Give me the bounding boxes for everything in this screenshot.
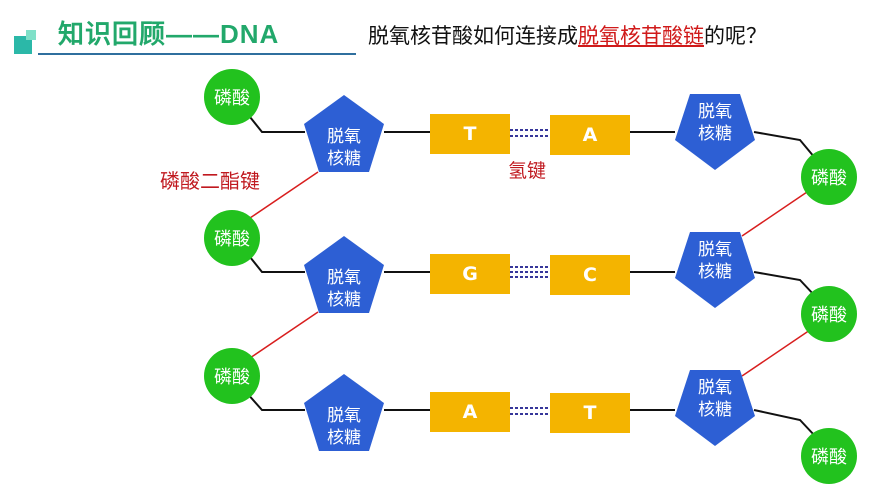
phosphate-left-1 (204, 69, 260, 125)
phosphodiester-bond-r1 (741, 189, 811, 237)
base-right-1-label: A (583, 124, 598, 146)
header-deco-square-small (26, 30, 36, 40)
phosphate-right-1-label: 磷酸 (811, 168, 847, 189)
sugar-right-1-line2: 核糖 (698, 124, 732, 144)
base-right-2 (550, 255, 630, 295)
sugar-left-3 (304, 374, 384, 451)
sugar-left-2 (304, 236, 384, 313)
question-highlight: 脱氧核苷酸链 (578, 24, 704, 48)
sugar-left-1-line1: 脱氧 (327, 127, 361, 147)
sugar-right-2 (675, 232, 755, 308)
sugar-left-2-line1: 脱氧 (327, 268, 361, 288)
hydrogen-bond-label: 氢键 (508, 160, 547, 182)
phosphodiester-bond-lines (249, 171, 811, 377)
sugar-left-3-line1: 脱氧 (327, 406, 361, 426)
sugar-right-3-line1: 脱氧 (698, 378, 732, 398)
page-title: 知识回顾——DNA (58, 19, 280, 49)
sugar-right-2-line1: 脱氧 (698, 240, 732, 260)
sugar-left-2-line2: 核糖 (327, 290, 361, 310)
base-left-2-label: G (462, 263, 478, 285)
phosphodiester-bond-label: 磷酸二酯键 (160, 169, 260, 193)
sugar-right-3 (675, 370, 755, 446)
strand-connector-lines (245, 111, 816, 437)
base-left-3 (430, 392, 510, 432)
sugar-right-1-line1: 脱氧 (698, 102, 732, 122)
base-left-1-label: T (464, 123, 477, 145)
left-link-2 (245, 251, 305, 273)
base-right-3-label: T (584, 402, 597, 424)
phosphate-right-3-label: 磷酸 (811, 447, 847, 468)
left-link-1 (245, 111, 305, 133)
sugar-left-1-line2: 核糖 (327, 149, 361, 169)
base-left-3-label: A (463, 401, 478, 423)
phosphate-left-1-label: 磷酸 (214, 88, 250, 109)
sugar-left-3-line2: 核糖 (327, 428, 361, 448)
phosphate-left-2 (204, 210, 260, 266)
right-link-2 (753, 271, 816, 297)
base-left-2 (430, 254, 510, 294)
phosphate-left-3 (204, 348, 260, 404)
left-link-3 (245, 391, 305, 411)
phosphodiester-bond-l2 (249, 311, 319, 359)
sugar-right-2-line2: 核糖 (698, 262, 732, 282)
sugar-right-1 (675, 94, 755, 170)
phosphate-right-1 (801, 149, 857, 205)
header-deco-square-large (14, 36, 32, 54)
base-right-2-label: C (583, 264, 597, 286)
question-suffix: 的呢？ (704, 24, 767, 48)
phosphate-right-2-label: 磷酸 (811, 305, 847, 326)
phosphodiester-bond-r2 (741, 329, 811, 377)
phosphate-left-2-label: 磷酸 (214, 229, 250, 250)
sugar-right-3-line2: 核糖 (698, 400, 732, 420)
phosphate-left-3-label: 磷酸 (214, 367, 250, 388)
right-link-3 (753, 409, 816, 437)
question-text: 脱氧核苷酸如何连接成脱氧核苷酸链的呢？ (368, 20, 767, 50)
base-right-3 (550, 393, 630, 433)
phosphate-right-2 (801, 286, 857, 342)
question-prefix: 脱氧核苷酸如何连接成 (368, 24, 578, 48)
hydrogen-bond-lines (510, 129, 550, 415)
phosphate-right-3 (801, 428, 857, 484)
base-right-1 (550, 115, 630, 155)
title-underline (38, 53, 356, 55)
sugar-left-1 (304, 95, 384, 172)
base-left-1 (430, 114, 510, 154)
phosphodiester-bond-l1 (249, 171, 319, 219)
right-link-1 (753, 131, 816, 159)
